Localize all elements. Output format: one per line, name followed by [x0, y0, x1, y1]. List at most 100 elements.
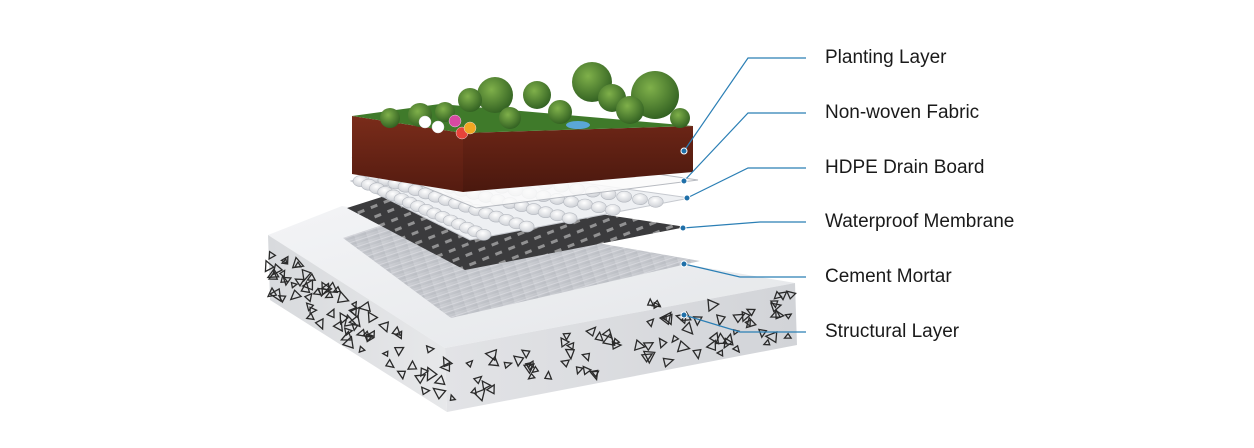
- soil-box-front-face: [463, 126, 693, 192]
- aggregate-chip: [560, 336, 571, 349]
- aggregate-chip: [277, 294, 287, 304]
- aggregate-chip: [601, 332, 616, 347]
- flower: [463, 121, 477, 135]
- aggregate-chip: [691, 348, 702, 361]
- leader-line-4: [683, 263, 806, 278]
- tree-canopy: [435, 102, 455, 122]
- aggregate-chip: [484, 348, 498, 362]
- aggregate-chip: [777, 291, 788, 302]
- aggregate-chip: [783, 332, 793, 339]
- leader-lines: [679, 57, 806, 333]
- aggregate-chip: [291, 256, 305, 269]
- aggregate-chip: [348, 306, 358, 317]
- drain-dome: [604, 204, 621, 216]
- label-hdpe-drain-board: HDPE Drain Board: [825, 157, 985, 178]
- aggregate-chip: [264, 259, 275, 273]
- drain-dome: [632, 193, 648, 205]
- aggregate-chip: [681, 321, 694, 335]
- aggregate-chip: [565, 341, 575, 351]
- tree-canopy: [380, 108, 400, 128]
- drain-dome: [518, 220, 535, 233]
- aggregate-chip: [266, 286, 278, 298]
- leader-dot-0: [680, 147, 688, 155]
- aggregate-chip: [325, 307, 335, 319]
- label-waterproof-membrane: Waterproof Membrane: [825, 211, 1015, 232]
- aggregate-chip: [306, 272, 317, 281]
- aggregate-chip: [357, 300, 371, 313]
- aggregate-chip: [646, 297, 655, 307]
- leader-line-3: [682, 221, 806, 229]
- aggregate-chip: [365, 333, 376, 343]
- aggregate-chip: [355, 328, 366, 337]
- aggregate-chip: [723, 337, 734, 350]
- tree-canopy: [477, 77, 513, 113]
- aggregate-chip: [420, 367, 430, 378]
- aggregate-chip: [341, 335, 354, 349]
- planting-layer-box: [352, 62, 693, 192]
- aggregate-chip: [381, 350, 389, 358]
- aggregate-chip: [340, 330, 353, 341]
- aggregate-chip: [426, 366, 439, 382]
- aggregate-chip: [562, 332, 572, 342]
- tree-canopy: [548, 100, 572, 124]
- aggregate-chip: [384, 358, 396, 369]
- aggregate-chip: [481, 379, 493, 391]
- aggregate-chip: [785, 290, 797, 300]
- label-structural-layer: Structural Layer: [825, 321, 960, 342]
- aggregate-chip: [289, 289, 303, 301]
- aggregate-chip: [336, 290, 350, 304]
- aggregate-chip: [332, 285, 342, 293]
- tree-canopy: [616, 96, 644, 124]
- aggregate-chip: [290, 281, 299, 289]
- flower: [418, 115, 432, 129]
- aggregate-chip: [732, 313, 746, 324]
- aggregate-chip: [413, 374, 427, 385]
- aggregate-chip: [741, 310, 752, 323]
- flower: [431, 120, 445, 134]
- aggregate-chip: [594, 330, 604, 342]
- aggregate-chip: [653, 301, 662, 310]
- aggregate-chip: [769, 302, 783, 313]
- aggregate-chip: [394, 330, 403, 340]
- aggregate-chip: [473, 388, 486, 402]
- aggregate-chip: [266, 268, 280, 279]
- aggregate-chip: [301, 268, 312, 283]
- aggregate-chip: [601, 328, 613, 340]
- aggregate-chip: [744, 319, 752, 328]
- aggregate-chip: [757, 328, 768, 339]
- aggregate-chip: [396, 370, 407, 381]
- label-planting-layer: Planting Layer: [825, 47, 947, 68]
- aggregate-chip: [332, 320, 344, 333]
- aggregate-chip: [485, 383, 495, 395]
- aggregate-chip: [646, 318, 655, 328]
- leader-line-0: [683, 57, 806, 152]
- aggregate-chip: [676, 339, 691, 353]
- leader-line-2: [686, 167, 806, 199]
- aggregate-chip: [640, 353, 654, 363]
- aggregate-chip: [745, 316, 758, 329]
- aggregate-chip: [764, 331, 778, 344]
- aggregate-chip: [442, 355, 454, 368]
- aggregate-chip: [503, 361, 514, 370]
- aggregate-chip: [282, 276, 293, 287]
- vegetation: [380, 62, 690, 140]
- aggregate-chip: [377, 321, 390, 333]
- label-non-woven-fabric: Non-woven Fabric: [825, 102, 980, 123]
- soil-box-left-face: [352, 116, 463, 192]
- drain-dome: [577, 198, 593, 211]
- aggregate-chip: [582, 365, 593, 376]
- aggregate-chip: [692, 316, 703, 327]
- aggregate-chip: [524, 361, 532, 369]
- tree-canopy: [499, 107, 521, 129]
- aggregate-chip: [731, 344, 741, 354]
- aggregate-chip: [339, 311, 350, 326]
- label-cement-mortar: Cement Mortar: [825, 266, 952, 287]
- aggregate-chip: [784, 313, 793, 320]
- aggregate-chip: [432, 387, 447, 400]
- aggregate-chip: [584, 326, 597, 338]
- aggregate-chip: [367, 311, 379, 324]
- leader-dot-5: [680, 311, 688, 319]
- aggregate-chip: [715, 314, 727, 327]
